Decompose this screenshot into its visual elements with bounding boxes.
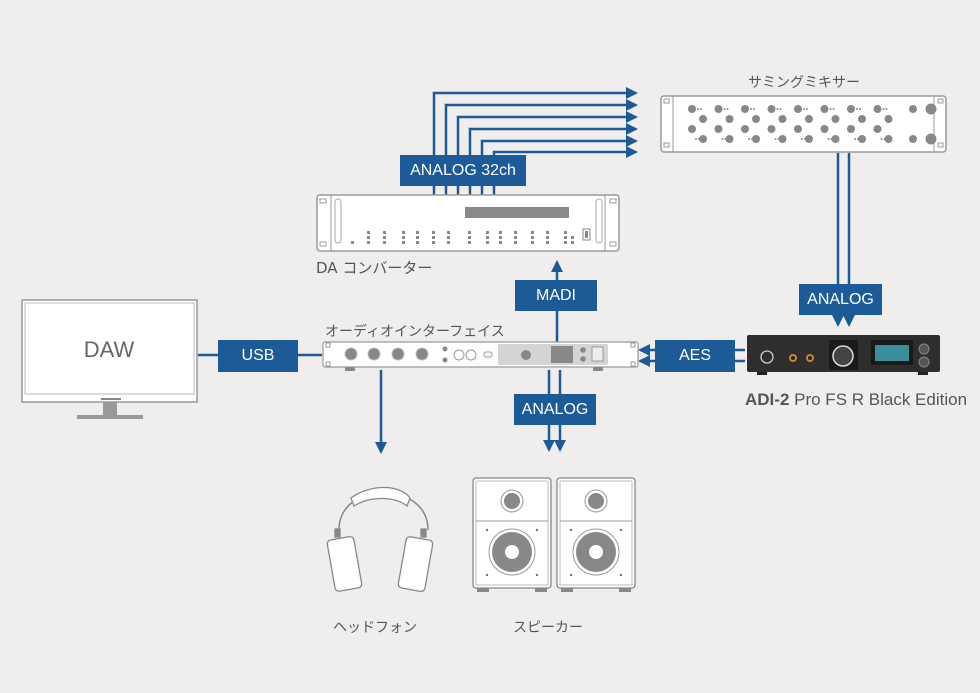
- analog-32ch-tag: ANALOG 32ch: [400, 155, 526, 186]
- daw-label: DAW: [83, 337, 135, 362]
- da-converter-device: [316, 194, 620, 252]
- adi2-label-model: ADI-2: [745, 390, 790, 409]
- summing-mixer-device: [660, 95, 947, 153]
- aes-tag: AES: [655, 340, 735, 372]
- speakers-icon: [472, 477, 636, 592]
- daw-monitor: [21, 299, 198, 419]
- headphones-icon: [326, 486, 434, 593]
- speakers-label: スピーカー: [513, 620, 583, 636]
- madi-tag: MADI: [515, 280, 597, 311]
- summing-mixer-label: サミングミキサー: [748, 75, 860, 91]
- da-converter-label: DA コンバーター: [316, 259, 433, 277]
- adi2-label-edition: Pro FS R Black Edition: [789, 390, 968, 409]
- audio-interface-device: [322, 341, 639, 371]
- adi2-label: ADI-2 Pro FS R Black Edition: [745, 390, 967, 410]
- audio-interface-label: オーディオインターフェイス: [325, 324, 505, 340]
- analog-mixer-tag: ANALOG: [799, 284, 882, 315]
- analog-speaker-tag: ANALOG: [514, 394, 596, 425]
- adi2-pro-device: [747, 335, 940, 375]
- headphones-label: ヘッドフォン: [333, 620, 417, 636]
- usb-tag: USB: [218, 340, 298, 372]
